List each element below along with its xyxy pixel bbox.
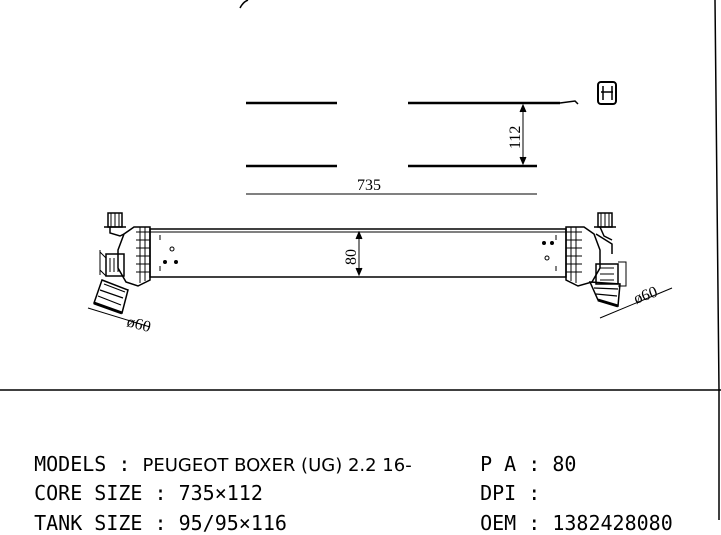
dim-112-label: 112 xyxy=(507,126,524,149)
spec-models-value: PEUGEOT BOXER (UG) 2.2 16- xyxy=(142,455,412,476)
core-top-right-flange xyxy=(559,100,579,105)
dim-right-60-line xyxy=(599,287,673,319)
right-inlet-pipe xyxy=(588,281,621,308)
spec-models-label: MODELS xyxy=(34,452,107,476)
spec-models-row: MODELS : PEUGEOT BOXER (UG) 2.2 16- xyxy=(10,434,412,476)
dim-left-60-line xyxy=(87,307,151,328)
dim-112-arrow-bottom xyxy=(519,156,527,166)
dim-80-label: 80 xyxy=(343,249,360,265)
spec-oem-label: OEM xyxy=(480,511,517,535)
right-sensor-icon xyxy=(595,261,627,287)
dim-735-label: 735 xyxy=(357,177,381,194)
spec-dpi-row: DPI : xyxy=(456,463,552,503)
spec-oem-row: OEM : 1382428080 xyxy=(456,493,673,533)
spec-oem-sep: : xyxy=(516,511,553,535)
spec-tank-size-value: 95/95×116 xyxy=(178,511,287,535)
technical-drawing: 735 112 80 ø60 ø60 xyxy=(0,0,721,520)
spec-oem-value: 1382428080 xyxy=(552,511,673,535)
spec-core-size-sep: : xyxy=(142,481,179,505)
frame-border xyxy=(0,0,721,520)
spec-dpi-label: DPI xyxy=(480,481,517,505)
spec-core-size-value: 735×112 xyxy=(178,481,263,505)
left-mount-icon xyxy=(104,212,126,237)
dim-112-arrow-top xyxy=(519,103,527,113)
bracket-icon xyxy=(597,81,617,105)
spec-tank-size-sep: : xyxy=(142,511,179,535)
spec-pa-sep: : xyxy=(516,452,553,476)
spec-pa-value: 80 xyxy=(552,452,577,476)
spec-tank-size-label: TANK SIZE xyxy=(34,511,143,535)
spec-core-size-row: CORE SIZE : 735×112 xyxy=(10,463,263,503)
dim-right-60-label: ø60 xyxy=(632,284,660,308)
dim-80-arrow-bottom xyxy=(355,267,363,277)
spec-tank-size-row: TANK SIZE : 95/95×116 xyxy=(10,493,287,533)
spec-pa-row: P A : 80 xyxy=(456,434,576,474)
right-mount-icon xyxy=(594,212,616,254)
spec-core-size-label: CORE SIZE xyxy=(34,481,143,505)
spec-dpi-sep: : xyxy=(516,481,553,505)
left-inlet-pipe xyxy=(93,279,129,315)
left-sensor-icon xyxy=(99,250,125,277)
spec-pa-label: P A xyxy=(480,452,517,476)
dim-80-arrow-top xyxy=(355,230,363,240)
spec-models-sep: : xyxy=(106,452,143,476)
dim-left-60-label: ø60 xyxy=(125,313,153,336)
